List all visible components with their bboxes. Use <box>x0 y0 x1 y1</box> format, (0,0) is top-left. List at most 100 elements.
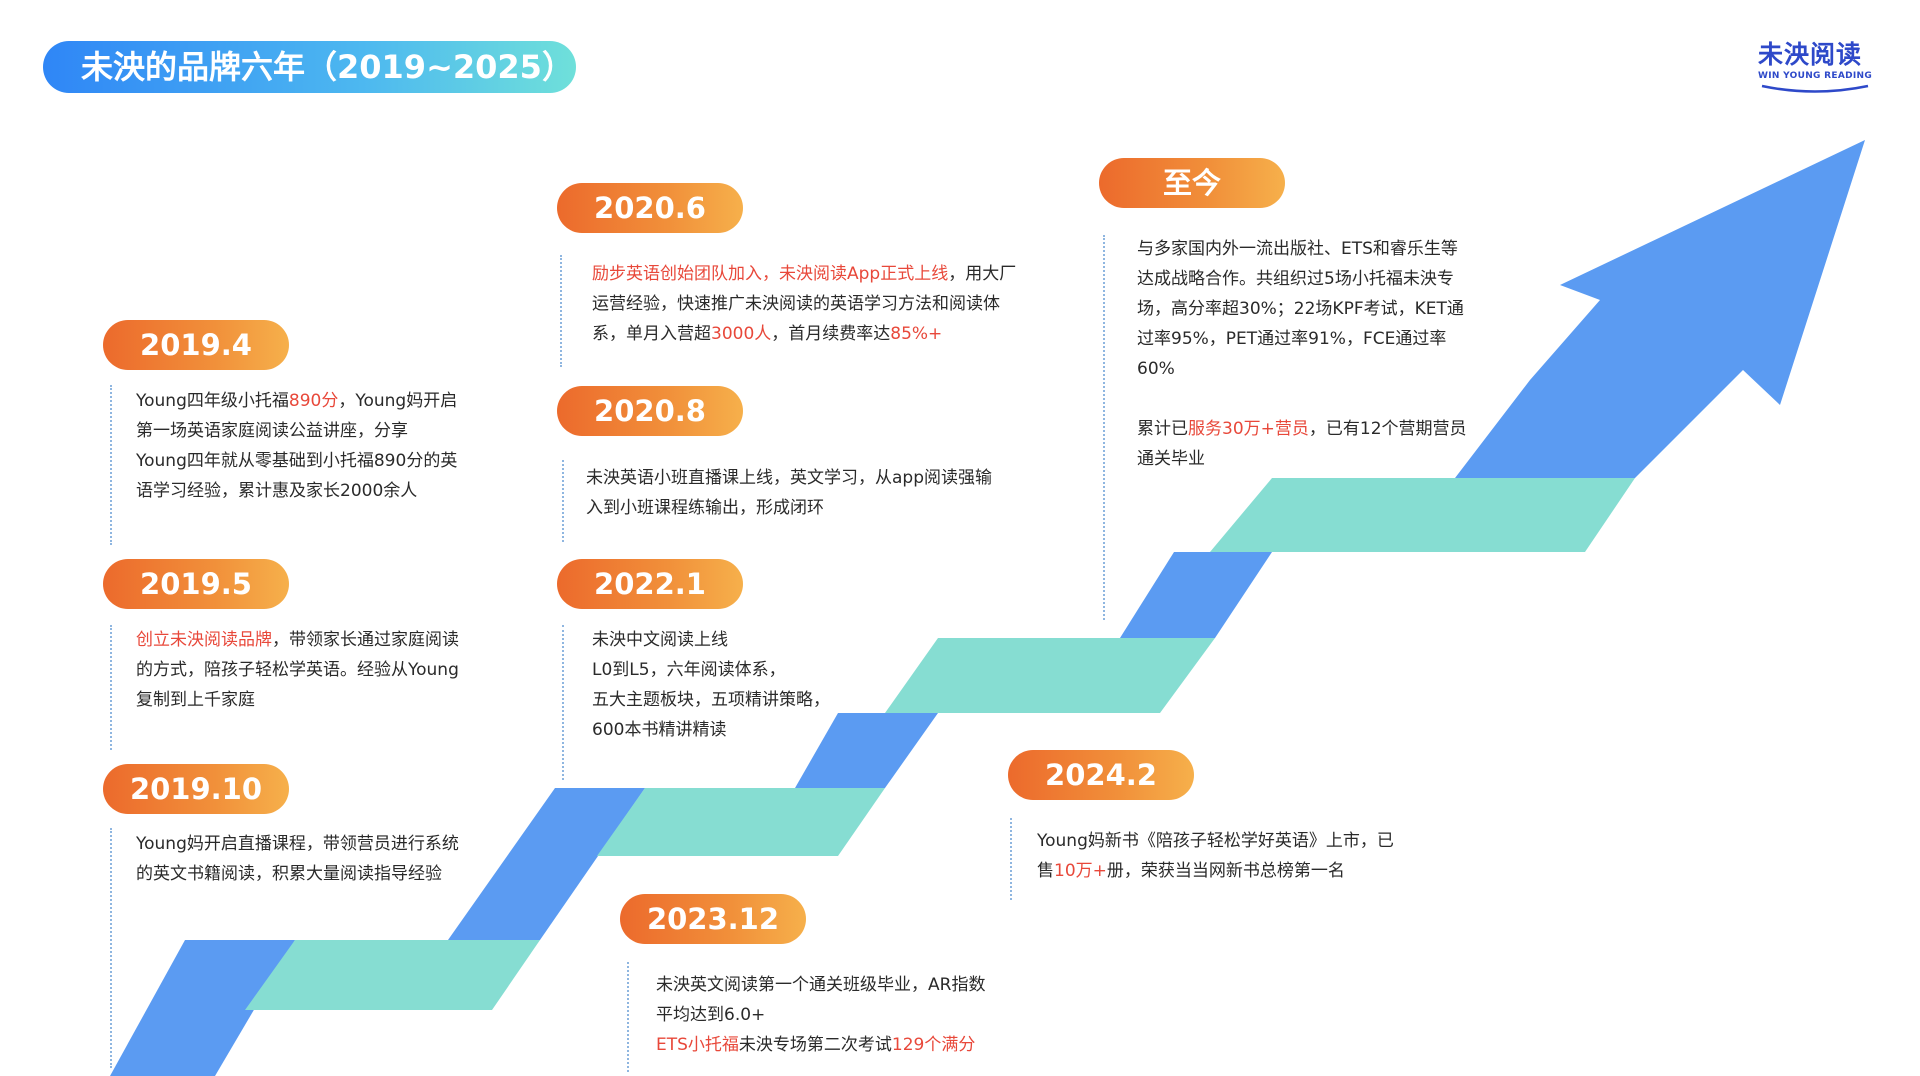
milestone-date-badge: 至今 <box>1099 158 1285 208</box>
highlight-text: 85%+ <box>890 324 943 344</box>
description-text: 平均达到6.0+ <box>656 1005 766 1025</box>
description-line: 60% <box>1137 354 1467 384</box>
description-line: 未泱中文阅读上线 <box>592 625 830 655</box>
milestone-description: 未泱英语小班直播课上线，英文学习，从app阅读强输入到小班课程练输出，形成闭环 <box>586 463 992 523</box>
timeline-dotted-line <box>1103 235 1105 620</box>
milestone-description: 未泱中文阅读上线 L0到L5，六年阅读体系， 五大主题板块，五项精讲策略， 600本书… <box>592 625 830 745</box>
description-line: 与多家国内外一流出版社、ETS和睿乐生等 <box>1137 234 1467 264</box>
milestone-date-badge: 2019.4 <box>103 320 289 370</box>
description-text: 场，高分率超30%；22场KPF考试，KET通 <box>1137 299 1464 319</box>
milestone-description: 未泱英文阅读第一个通关班级毕业，AR指数平均达到6.0+ ETS小托福未泱专场第二… <box>656 970 985 1060</box>
description-text: 册，荣获当当网新书总榜第一名 <box>1106 861 1345 881</box>
description-line: 过率95%，PET通过率91%，FCE通过率 <box>1137 324 1467 354</box>
description-text: 的方式，陪孩子轻松学英语。经验从Young <box>136 660 459 680</box>
description-text: 与多家国内外一流出版社、ETS和睿乐生等 <box>1137 239 1458 259</box>
description-line: 600本书精讲精读 <box>592 715 830 745</box>
description-text: ，Young妈开启 <box>338 391 458 411</box>
description-line: Young四年级小托福890分，Young妈开启 <box>136 386 457 416</box>
description-text: 系，单月入营超 <box>592 324 711 344</box>
highlight-text: 服务30万+营员 <box>1188 419 1309 439</box>
description-text: 运营经验，快速推广未泱阅读的英语学习方法和阅读体 <box>592 294 1000 314</box>
highlight-text: 10万+ <box>1054 861 1107 881</box>
description-line: 第一场英语家庭阅读公益讲座，分享 <box>136 416 457 446</box>
milestone-date-badge: 2020.6 <box>557 183 743 233</box>
description-text: 售 <box>1037 861 1054 881</box>
description-text: 60% <box>1137 359 1175 379</box>
description-line: 的方式，陪孩子轻松学英语。经验从Young <box>136 655 459 685</box>
description-line: 运营经验，快速推广未泱阅读的英语学习方法和阅读体 <box>592 289 1016 319</box>
milestone-description: Young四年级小托福890分，Young妈开启第一场英语家庭阅读公益讲座，分享… <box>136 386 457 506</box>
description-line: Young妈开启直播课程，带领营员进行系统 <box>136 829 459 859</box>
milestone-date-badge: 2022.1 <box>557 559 743 609</box>
description-line: 系，单月入营超3000人，首月续费率达85%+ <box>592 319 1016 349</box>
timeline-dotted-line <box>562 460 564 542</box>
milestone-date-badge: 2019.5 <box>103 559 289 609</box>
staircase-blue-risers <box>110 140 1865 1076</box>
description-line: 创立未泱阅读品牌，带领家长通过家庭阅读 <box>136 625 459 655</box>
description-text: 五大主题板块，五项精讲策略， <box>592 690 830 710</box>
description-text: 未泱专场第二次考试 <box>738 1035 892 1055</box>
description-text: 语学习经验，累计惠及家长2000余人 <box>136 481 418 501</box>
highlight-text: 创立未泱阅读品牌 <box>136 630 272 650</box>
milestone-description: 与多家国内外一流出版社、ETS和睿乐生等达成战略合作。共组织过5场小托福未泱专场… <box>1137 234 1467 474</box>
description-text: Young妈新书《陪孩子轻松学好英语》上市，已 <box>1037 831 1394 851</box>
description-line <box>1137 384 1467 414</box>
description-text: L0到L5，六年阅读体系， <box>592 660 786 680</box>
description-text: 的英文书籍阅读，积累大量阅读指导经验 <box>136 864 442 884</box>
description-text: 未泱英语小班直播课上线，英文学习，从app阅读强输 <box>586 468 992 488</box>
description-text: 入到小班课程练输出，形成闭环 <box>586 498 824 518</box>
description-text: ，首月续费率达 <box>771 324 891 344</box>
milestone-date-badge: 2020.8 <box>557 386 743 436</box>
description-text: Young四年就从零基础到小托福890分的英 <box>136 451 458 471</box>
milestone-date-badge: 2023.12 <box>620 894 806 944</box>
highlight-text: ETS小托福 <box>656 1035 739 1055</box>
staircase-teal-treads <box>245 478 1635 1010</box>
description-line: 累计已服务30万+营员，已有12个营期营员 <box>1137 414 1467 444</box>
milestone-description: 励步英语创始团队加入，未泱阅读App正式上线，用大厂运营经验，快速推广未泱阅读的… <box>592 259 1016 349</box>
timeline-dotted-line <box>560 255 562 367</box>
description-line: 语学习经验，累计惠及家长2000余人 <box>136 476 457 506</box>
description-text: Young妈开启直播课程，带领营员进行系统 <box>136 834 459 854</box>
description-line: 未泱英文阅读第一个通关班级毕业，AR指数 <box>656 970 985 1000</box>
description-line: 五大主题板块，五项精讲策略， <box>592 685 830 715</box>
logo-wordmark: 未泱阅读 <box>1758 40 1863 69</box>
description-line: 的英文书籍阅读，积累大量阅读指导经验 <box>136 859 459 889</box>
milestone-description: Young妈新书《陪孩子轻松学好英语》上市，已售10万+册，荣获当当网新书总榜第… <box>1037 826 1394 886</box>
description-line: 平均达到6.0+ <box>656 1000 985 1030</box>
timeline-dotted-line <box>562 625 564 780</box>
milestone-date-badge: 2024.2 <box>1008 750 1194 800</box>
description-line: Young四年就从零基础到小托福890分的英 <box>136 446 457 476</box>
description-text: 600本书精讲精读 <box>592 720 727 740</box>
milestone-description: 创立未泱阅读品牌，带领家长通过家庭阅读的方式，陪孩子轻松学英语。经验从Young… <box>136 625 459 715</box>
description-text: Young四年级小托福 <box>136 391 289 411</box>
description-text: 过率95%，PET通过率91%，FCE通过率 <box>1137 329 1447 349</box>
highlight-text: 3000人 <box>711 324 772 344</box>
logo-smile-icon <box>1761 84 1869 93</box>
description-text: 达成战略合作。共组织过5场小托福未泱专 <box>1137 269 1454 289</box>
description-text: ，已有12个营期营员 <box>1308 419 1467 439</box>
description-text: ，带领家长通过家庭阅读 <box>272 630 459 650</box>
timeline-dotted-line <box>1010 818 1012 900</box>
brand-logo: 未泱阅读 WIN YOUNG READING <box>1758 40 1873 98</box>
timeline-dotted-line <box>110 828 112 1068</box>
highlight-text: 890分 <box>288 391 339 411</box>
description-line: 售10万+册，荣获当当网新书总榜第一名 <box>1037 856 1394 886</box>
milestone-date-badge: 2019.10 <box>103 764 289 814</box>
logo-tagline: WIN YOUNG READING <box>1758 71 1873 81</box>
description-line: 入到小班课程练输出，形成闭环 <box>586 493 992 523</box>
description-text: 未泱中文阅读上线 <box>592 630 728 650</box>
description-line: 复制到上千家庭 <box>136 685 459 715</box>
timeline-dotted-line <box>110 625 112 750</box>
description-text: 复制到上千家庭 <box>136 690 255 710</box>
description-line: L0到L5，六年阅读体系， <box>592 655 830 685</box>
description-text: ，用大厂 <box>948 264 1017 284</box>
description-text: 第一场英语家庭阅读公益讲座，分享 <box>136 421 408 441</box>
description-line: Young妈新书《陪孩子轻松学好英语》上市，已 <box>1037 826 1394 856</box>
page-title: 未泱的品牌六年（2019~2025） <box>43 41 576 93</box>
timeline-dotted-line <box>110 385 112 545</box>
highlight-text: 129个满分 <box>891 1035 976 1055</box>
description-line: 通关毕业 <box>1137 444 1467 474</box>
highlight-text: 励步英语创始团队加入，未泱阅读App正式上线 <box>592 264 949 284</box>
timeline-dotted-line <box>627 962 629 1072</box>
